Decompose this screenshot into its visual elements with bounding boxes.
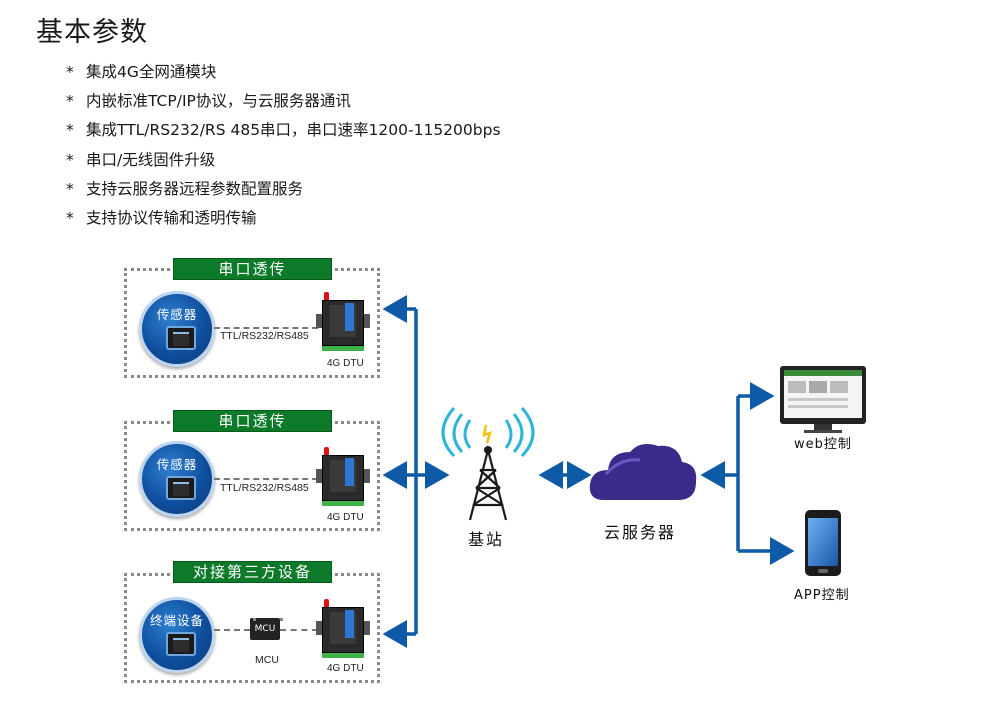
dtu-label: 4G DTU xyxy=(327,663,364,674)
banner-serial-passthrough: 串口透传 xyxy=(173,410,332,432)
banner-serial-passthrough: 串口透传 xyxy=(173,258,332,280)
terminal-device-label: 终端设备 xyxy=(149,613,204,628)
dtu-label: 4G DTU xyxy=(327,358,364,369)
cloud-icon xyxy=(589,444,697,500)
dtu-device-icon xyxy=(316,292,370,352)
serial-link-label: TTL/RS232/RS485 xyxy=(220,482,309,494)
base-station-label: 基站 xyxy=(468,530,505,549)
page-title: 基本参数 xyxy=(36,17,148,48)
chip-icon xyxy=(166,632,196,656)
dtu-label: 4G DTU xyxy=(327,512,364,523)
serial-link-line xyxy=(214,478,318,480)
sensor-icon: 传感器 xyxy=(139,291,215,367)
app-phone-icon xyxy=(805,510,841,576)
bullet: * xyxy=(66,121,74,140)
bullet: * xyxy=(66,92,74,111)
terminal-device-icon: 终端设备 xyxy=(139,597,215,673)
sensor-label: 传感器 xyxy=(156,457,198,472)
feature-item: *支持云服务器远程参数配置服务 xyxy=(66,175,501,204)
chip-icon xyxy=(166,476,196,500)
serial-link-line xyxy=(214,327,318,329)
mcu-link-line xyxy=(280,629,318,631)
feature-item: *内嵌标准TCP/IP协议，与云服务器通讯 xyxy=(66,87,501,116)
serial-link-label: TTL/RS232/RS485 xyxy=(220,330,309,342)
feature-item: *支持协议传输和透明传输 xyxy=(66,204,501,233)
dtu-device-icon xyxy=(316,599,370,659)
app-control-label: APP控制 xyxy=(794,588,850,603)
bullet: * xyxy=(66,63,74,81)
web-monitor-icon xyxy=(780,366,866,433)
mcu-label: MCU xyxy=(255,654,279,666)
bullet: * xyxy=(66,150,74,169)
mcu-link-line xyxy=(214,629,250,631)
sensor-label: 传感器 xyxy=(156,307,198,322)
bullet: * xyxy=(66,179,74,198)
banner-third-party: 对接第三方设备 xyxy=(173,561,332,583)
base-station-tower-icon xyxy=(441,407,535,521)
web-control-label: web控制 xyxy=(794,437,852,452)
feature-item: *串口/无线固件升级 xyxy=(66,146,501,175)
mcu-chip-icon: MCU xyxy=(250,618,283,640)
bullet: * xyxy=(66,209,74,228)
feature-list: *集成4G全网通模块 *内嵌标准TCP/IP协议，与云服务器通讯 *集成TTL/… xyxy=(66,58,501,233)
chip-icon xyxy=(166,326,196,350)
sensor-icon: 传感器 xyxy=(139,441,215,517)
dtu-device-icon xyxy=(316,447,370,507)
cloud-server-label: 云服务器 xyxy=(604,523,677,542)
feature-item: *集成TTL/RS232/RS 485串口，串口速率1200-115200bps xyxy=(66,116,501,145)
feature-item: *集成4G全网通模块 xyxy=(66,58,501,87)
